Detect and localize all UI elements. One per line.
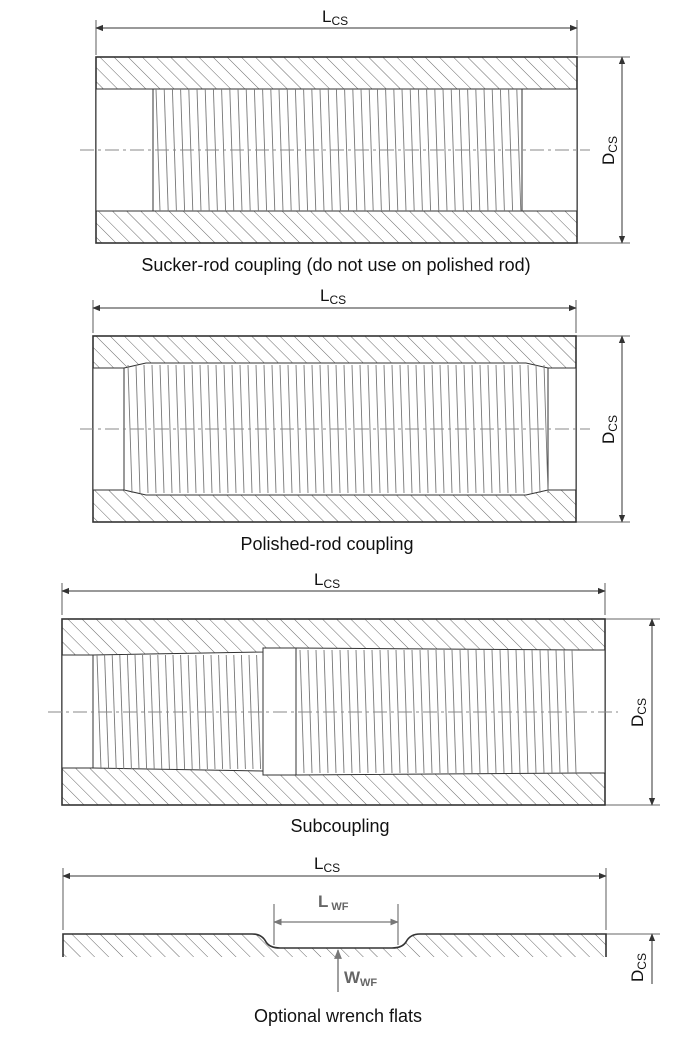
thread-line — [195, 654, 201, 770]
length-label: LCS — [314, 854, 340, 875]
thread-line — [399, 364, 405, 494]
thread-line — [294, 88, 300, 212]
thread-line — [435, 649, 441, 774]
thread-line — [367, 364, 373, 494]
thread-line — [270, 88, 276, 212]
thread-line — [368, 88, 374, 212]
thread-line — [319, 88, 325, 212]
thread-line — [417, 88, 423, 212]
diameter-label: DCS — [628, 698, 649, 727]
thread-line — [151, 364, 157, 494]
thread-line — [426, 88, 432, 212]
thread-line — [218, 654, 224, 770]
thread-line — [442, 88, 448, 212]
thread-line — [319, 364, 325, 494]
thread-line — [167, 364, 173, 494]
thread-line — [375, 364, 381, 494]
figure-caption: Polished-rod coupling — [240, 534, 413, 554]
flat-width-label: WWF — [344, 968, 377, 989]
thread-line — [199, 364, 205, 494]
thread-line — [143, 364, 149, 494]
thread-line — [491, 88, 497, 212]
polished-rod-coupling-figure: LCS DCS Polished-rod coupling — [80, 286, 630, 554]
thread-line — [519, 364, 525, 494]
thread-line — [387, 649, 393, 774]
thread-line — [187, 654, 193, 770]
thread-line — [393, 88, 399, 212]
thread-line — [111, 654, 117, 770]
diameter-label: DCS — [599, 136, 620, 165]
thread-line — [499, 88, 505, 212]
length-label: LCS — [314, 570, 340, 591]
thread-line — [543, 364, 549, 494]
thread-line — [443, 649, 449, 774]
thread-line — [376, 88, 382, 212]
thread-line — [343, 364, 349, 494]
figure-caption: Sucker-rod coupling (do not use on polis… — [141, 255, 530, 275]
coupling-body-partial — [62, 933, 607, 959]
thread-line — [467, 88, 473, 212]
diameter-label: DCS — [599, 415, 620, 444]
thread-line — [401, 88, 407, 212]
subcoupling-figure: LCS DCS Subcoupling — [48, 570, 660, 836]
thread-line — [210, 654, 216, 770]
sucker-rod-coupling-figure: LCS DCS Sucker-rod coupling (do not use … — [80, 7, 630, 275]
length-label: LCS — [320, 286, 346, 307]
diameter-label: DCS — [628, 953, 649, 982]
figure-caption: Optional wrench flats — [254, 1006, 422, 1026]
thread-line — [467, 649, 473, 774]
thread-line — [119, 654, 125, 770]
length-label: LCS — [322, 7, 348, 28]
thread-line — [475, 88, 481, 212]
figure-caption: Subcoupling — [290, 816, 389, 836]
thread-line — [344, 88, 350, 212]
thread-line — [142, 654, 148, 770]
thread-line — [419, 649, 425, 774]
thread-line — [175, 364, 181, 494]
thread-line — [352, 88, 358, 212]
thread-line — [411, 649, 417, 774]
thread-line — [450, 88, 456, 212]
thread-line — [351, 364, 357, 494]
